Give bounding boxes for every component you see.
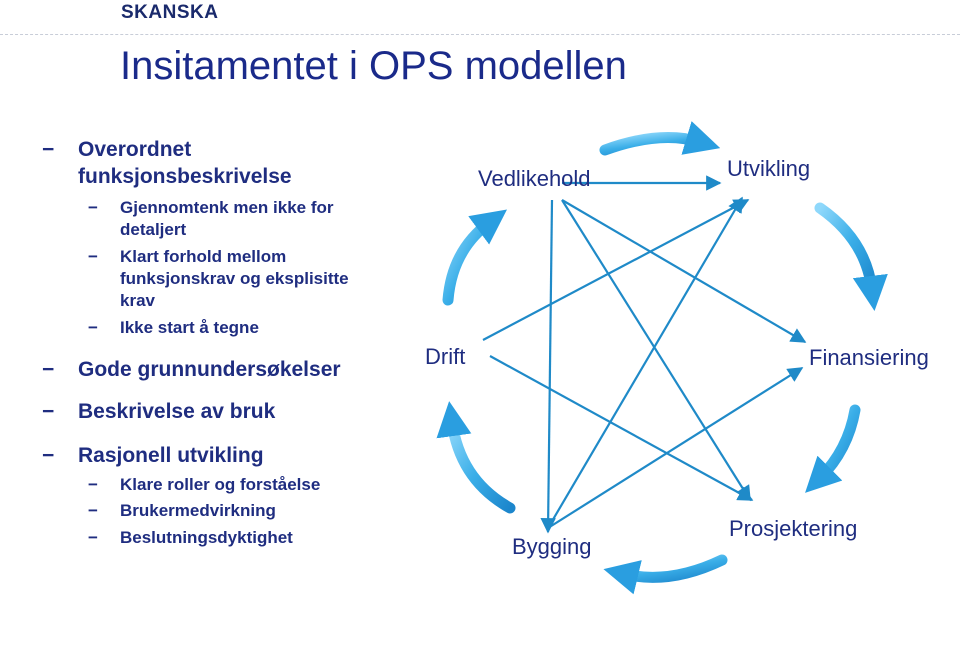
skanska-logo: SKANSKA [121,2,219,23]
bullet-text: Gjennomtenk men ikke for [120,198,334,217]
link-bygging-finansiering [547,367,804,529]
node-prosjektering: Prosjektering [729,516,858,541]
bullet-text: Beskrivelse av bruk [78,400,276,423]
node-vedlikehold: Vedlikehold [478,166,591,191]
cycle-arrow-prosjektering-bygging [603,554,728,595]
cycle-arrow-bygging-drift [436,401,516,514]
cycle-arrow-drift-vedlikehold [442,209,507,306]
bullet-text: krav [120,291,155,310]
cycle-arrow-vedlikehold-utvikling [599,121,721,156]
node-finansiering: Finansiering [809,345,929,370]
node-bygging: Bygging [512,534,592,559]
bullet-dash: − [88,501,98,520]
link-vedlikehold-finansiering [561,199,807,343]
bullet-dash: − [88,475,98,494]
bullet-dash: − [88,247,98,266]
header-bar: SKANSKA [0,0,960,36]
bullet-dash: − [88,198,98,217]
node-drift: Drift [425,344,466,369]
link-drift-utvikling [482,199,750,341]
link-drift-prosjektering [489,355,754,501]
bullet-text: Beslutningsdyktighet [120,528,293,547]
bullet-text: funksjonsbeskrivelse [78,165,292,188]
page-title: Insitamentet i OPS modellen [120,44,627,88]
bullet-text: funksjonskrav og eksplisitte [120,269,349,288]
bullet-text: detaljert [120,220,187,239]
bullet-dash: − [42,138,55,161]
cycle-arrow-utvikling-finansiering [814,202,888,311]
bullet-text: Klart forhold mellom [120,247,287,266]
bullet-dash: − [88,528,98,547]
bullet-text: Ikke start å tegne [120,318,259,337]
node-utvikling: Utvikling [727,156,811,181]
link-bygging-utvikling [547,196,743,529]
bullet-text: Gode grunnundersøkelser [78,358,341,381]
link-vedlikehold-bygging [540,199,556,534]
bullet-dash: − [42,400,55,423]
bullet-dash: − [88,318,98,337]
bullet-text: Overordnet [78,138,192,161]
link-vedlikehold-prosjektering [561,199,751,502]
header-divider [0,34,960,35]
bullet-text: Rasjonell utvikling [78,444,264,467]
cycle-arrow-finansiering-prosjektering [805,404,861,493]
bullet-dash: − [42,444,55,467]
bullet-dash: − [42,358,55,381]
bullet-text: Klare roller og forståelse [120,475,321,494]
bullet-text: Brukermedvirkning [120,501,276,520]
